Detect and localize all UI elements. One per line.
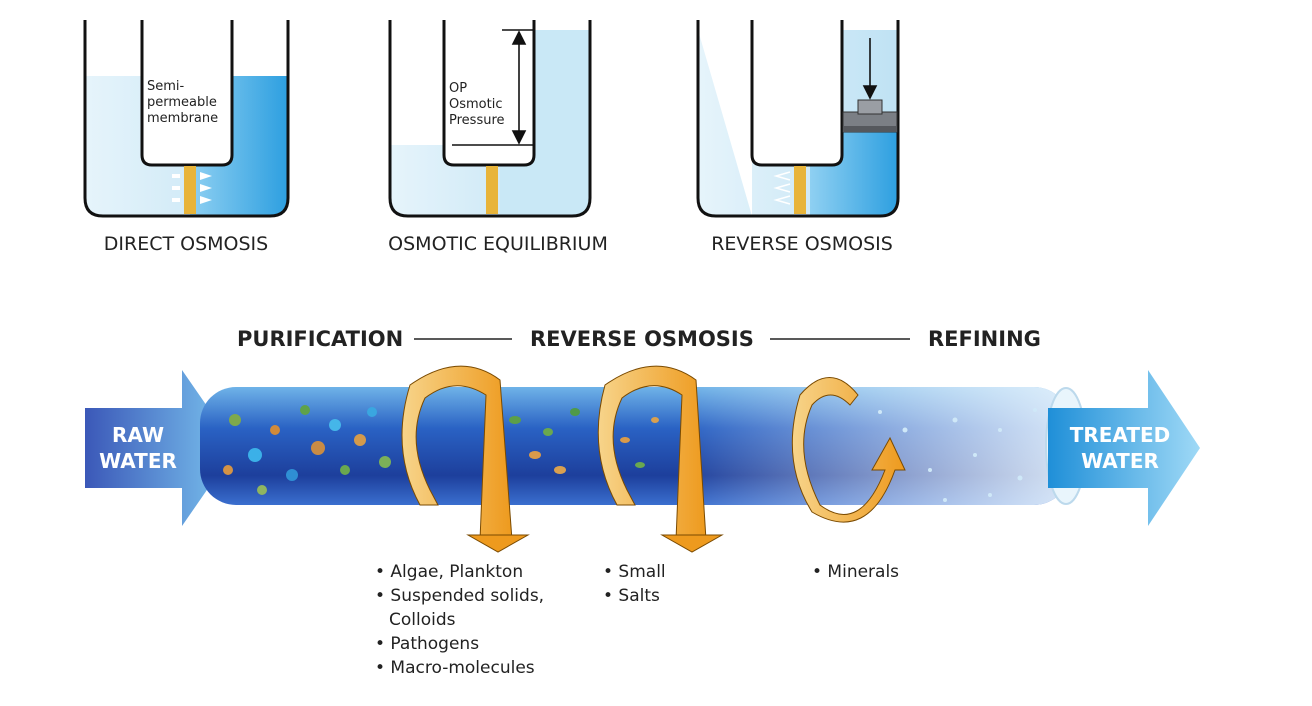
list-item: • Salts [603, 586, 660, 606]
vessel-caption: DIRECT OSMOSIS [104, 233, 268, 255]
membrane-icon [794, 166, 806, 214]
pressure-dimension-icon [452, 29, 534, 146]
removed-list-reverse-osmosis: • Small • Salts [603, 562, 666, 606]
stage-header: PURIFICATION REVERSE OSMOSIS REFINING [237, 327, 1041, 351]
outer-vessel [696, 20, 900, 218]
outer-vessel [83, 20, 290, 218]
removed-list-purification: • Algae, Plankton • Suspended solids, Co… [375, 562, 544, 678]
removed-list-refining: • Minerals [812, 562, 899, 582]
list-item: Colloids [389, 610, 456, 630]
flow-arrows-icon [773, 171, 791, 205]
treated-water-label-line: WATER [1081, 449, 1159, 473]
vessel-inner-label-line: OP [449, 81, 467, 96]
membrane-icon [486, 166, 498, 214]
raw-water-label-line: WATER [99, 449, 177, 473]
refining-return-arrow-icon [791, 377, 906, 523]
stage-label-refining: REFINING [928, 327, 1041, 351]
list-item: • Pathogens [375, 634, 479, 654]
vessel-inner-label-line: Osmotic [449, 97, 502, 112]
membrane-icon [184, 166, 196, 214]
treated-water-label-line: TREATED [1070, 423, 1171, 447]
particles-refining [878, 408, 1037, 502]
vessel-osmotic-equilibrium: OP Osmotic Pressure OSMOTIC EQUILIBRIUM [388, 20, 608, 255]
list-item: • Macro-molecules [375, 658, 535, 678]
vessel-inner-label-line: permeable [147, 95, 217, 110]
raw-water-label-line: RAW [112, 423, 164, 447]
vessel-inner-label-line: membrane [147, 111, 218, 126]
pressure-arrow-icon [862, 38, 878, 100]
vessel-caption: OSMOTIC EQUILIBRIUM [388, 233, 608, 255]
inner-tube [442, 20, 536, 167]
vessel-caption: REVERSE OSMOSIS [711, 233, 893, 255]
vessel-reverse-osmosis: REVERSE OSMOSIS [696, 20, 900, 255]
list-item: • Algae, Plankton [375, 562, 523, 582]
vessel-direct-osmosis: Semi- permeable membrane DIRECT OSMOSIS [83, 20, 290, 255]
inner-tube [140, 20, 234, 167]
outer-vessel [388, 20, 592, 218]
removal-arrow-purification-icon [401, 365, 530, 553]
vessel-inner-label-line: Pressure [449, 113, 505, 128]
piston-icon [842, 99, 898, 133]
treated-water-arrow-icon: TREATED WATER [1048, 370, 1200, 526]
vessel-inner-label-line: Semi- [147, 79, 185, 94]
list-item: • Suspended solids, [375, 586, 544, 606]
particles-reverse-osmosis [509, 408, 659, 474]
stage-label-reverse-osmosis: REVERSE OSMOSIS [530, 327, 754, 351]
raw-water-arrow-icon: RAW WATER [85, 370, 236, 526]
particles-purification [223, 405, 391, 495]
flow-arrows-icon [172, 172, 212, 204]
stage-label-purification: PURIFICATION [237, 327, 403, 351]
removal-arrow-reverse-osmosis-icon [597, 365, 724, 553]
list-item: • Minerals [812, 562, 899, 582]
inner-tube [750, 20, 844, 167]
list-item: • Small [603, 562, 666, 582]
pipe [200, 387, 1087, 505]
